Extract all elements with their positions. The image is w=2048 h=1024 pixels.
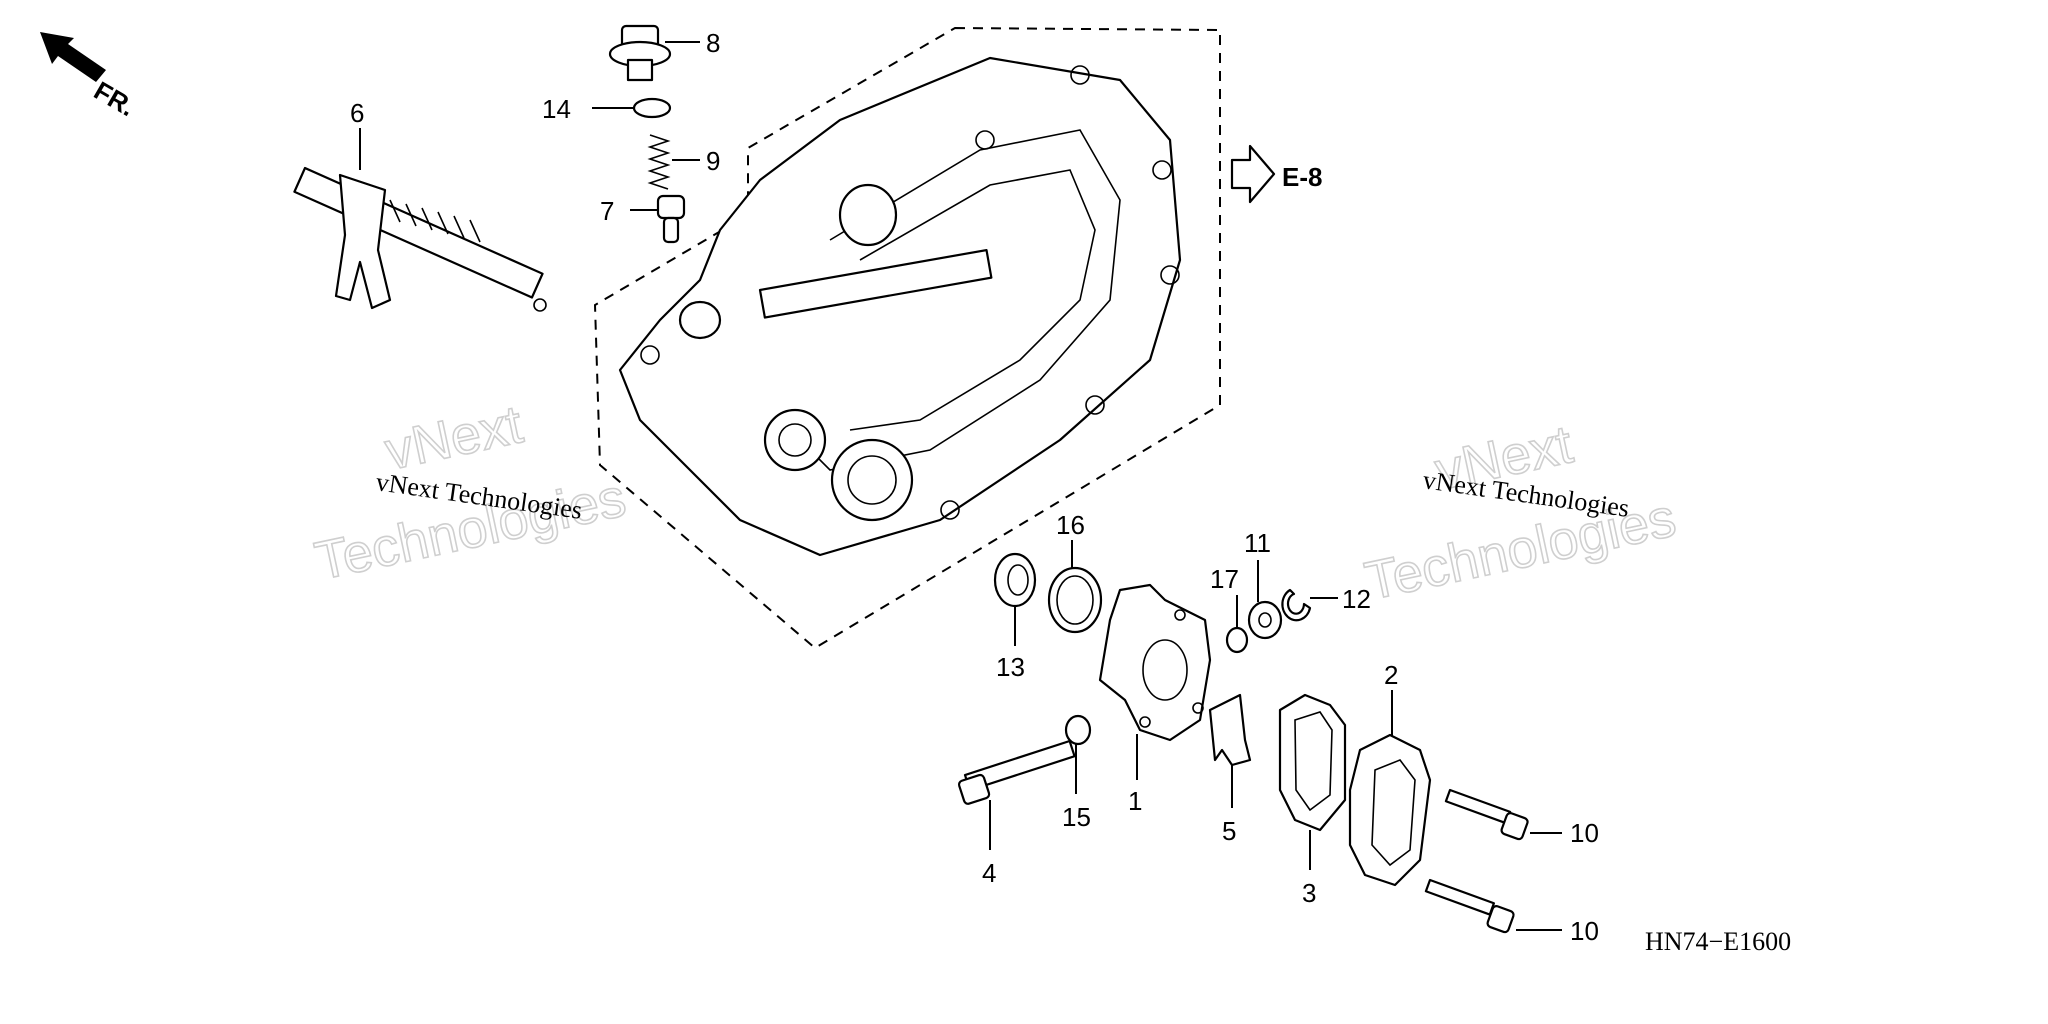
callout-9: 9 [706, 146, 720, 176]
callout-2: 2 [1384, 660, 1398, 690]
part-4-pump-shaft [957, 739, 1076, 805]
pump-shaft-gear [957, 773, 991, 805]
crankcase-bolt-hole [1152, 160, 1172, 180]
pump-housing-bore [1142, 639, 1188, 701]
part-5-clip-plate [1208, 693, 1252, 767]
callout-6: 6 [350, 98, 364, 128]
part-11-washer [1247, 600, 1283, 640]
part-14-washer [632, 97, 672, 119]
crankcase-bearing-boss [830, 438, 914, 522]
callout-10-lower: 10 [1570, 916, 1599, 946]
watermark-right: vNext Technologies vNext Technologies [1359, 414, 1681, 613]
part-12-clip [1281, 588, 1312, 622]
reference-label: E-8 [1282, 162, 1322, 192]
part-3-gasket-inner [1294, 711, 1333, 812]
plunger-head [656, 194, 686, 220]
part-11-washer-hole [1258, 612, 1272, 628]
part-8-plug-bolt [608, 24, 672, 82]
crankcase-shaft-tube [758, 248, 993, 319]
callout-labels: 6 8 14 9 7 16 13 17 11 12 1 15 4 5 3 2 1… [350, 28, 1599, 946]
bolt-upper-head [1500, 812, 1529, 841]
crankcase-cover-assembly [593, 26, 1221, 650]
front-direction-label: FR. [89, 75, 140, 122]
shift-shaft-pin-hole [533, 298, 547, 312]
callout-3: 3 [1302, 878, 1316, 908]
part-15-washer [1064, 714, 1092, 746]
callout-1: 1 [1128, 786, 1142, 816]
crankcase-bolt-hole [640, 345, 660, 365]
crankcase-bearing-bore [847, 455, 897, 505]
leader-lines [359, 41, 1562, 931]
part-9-spring [647, 134, 671, 190]
plunger-stem [662, 216, 680, 244]
crankcase-upper-bore [838, 183, 898, 247]
crankcase-inner-rib-2 [849, 169, 1096, 431]
callout-4: 4 [982, 858, 996, 888]
bolt-lower-head [1486, 905, 1515, 934]
callout-16: 16 [1056, 510, 1085, 540]
part-6-shift-shaft [293, 166, 547, 312]
pump-housing-bolt-hole [1174, 609, 1186, 621]
oil-seal-outer [993, 552, 1037, 608]
shift-shaft-rod [293, 166, 544, 299]
part-7-plunger [656, 194, 686, 244]
bolt-upper-shank [1444, 788, 1512, 825]
callout-12: 12 [1342, 584, 1371, 614]
part-10-bolt-upper [1444, 788, 1529, 841]
callout-8: 8 [706, 28, 720, 58]
part-17-washer [1225, 626, 1249, 654]
shift-shaft-spring [389, 199, 481, 243]
front-direction-indicator: FR. [40, 32, 140, 122]
callout-11: 11 [1244, 528, 1271, 558]
crankcase-bolt-hole [1070, 65, 1090, 85]
watermark-left-line1: vNext [380, 394, 528, 481]
crankcase-bolt-hole [940, 500, 960, 520]
bolt-lower-shank [1424, 878, 1495, 916]
oil-seal-inner [1007, 564, 1029, 596]
watermark-left: vNext Technologies vNext Technologies [309, 394, 631, 593]
front-arrow-icon [40, 32, 106, 82]
callout-14: 14 [542, 94, 571, 124]
crankcase-threaded-port [678, 300, 722, 340]
callout-7: 7 [600, 196, 614, 226]
pump-housing-bolt-hole [1192, 702, 1204, 714]
shift-fork-arm [334, 173, 392, 310]
part-10-bolt-lower [1424, 878, 1515, 934]
pump-housing-bolt-hole [1139, 716, 1151, 728]
crankcase-seal-boss [763, 408, 827, 472]
part-2-pump-cover [1348, 733, 1432, 887]
callout-15: 15 [1062, 802, 1091, 832]
reference-arrow-icon [1230, 144, 1276, 204]
part-1-pump-housing [1098, 583, 1212, 742]
crankcase-bolt-hole [975, 130, 995, 150]
part-13-oil-seal [993, 552, 1037, 608]
part-3-gasket [1278, 693, 1347, 832]
callout-13: 13 [996, 652, 1025, 682]
crankcase-dashed-outline [593, 26, 1221, 650]
crankcase-bolt-hole [1160, 265, 1180, 285]
reference-arrow: E-8 [1230, 144, 1322, 204]
callout-17: 17 [1210, 564, 1239, 594]
crankcase-seal-bore [778, 423, 812, 457]
crankcase-cover-body [618, 56, 1182, 557]
part-2-pump-cover-inner [1371, 759, 1416, 867]
diagram-code: HN74−E1600 [1645, 927, 1791, 956]
callout-5: 5 [1222, 816, 1236, 846]
part-16-o-ring-inner [1056, 575, 1094, 625]
callout-10-upper: 10 [1570, 818, 1599, 848]
pump-housing-body [1098, 583, 1212, 742]
crankcase-bolt-hole [1085, 395, 1105, 415]
plug-bolt-thread [626, 58, 654, 82]
